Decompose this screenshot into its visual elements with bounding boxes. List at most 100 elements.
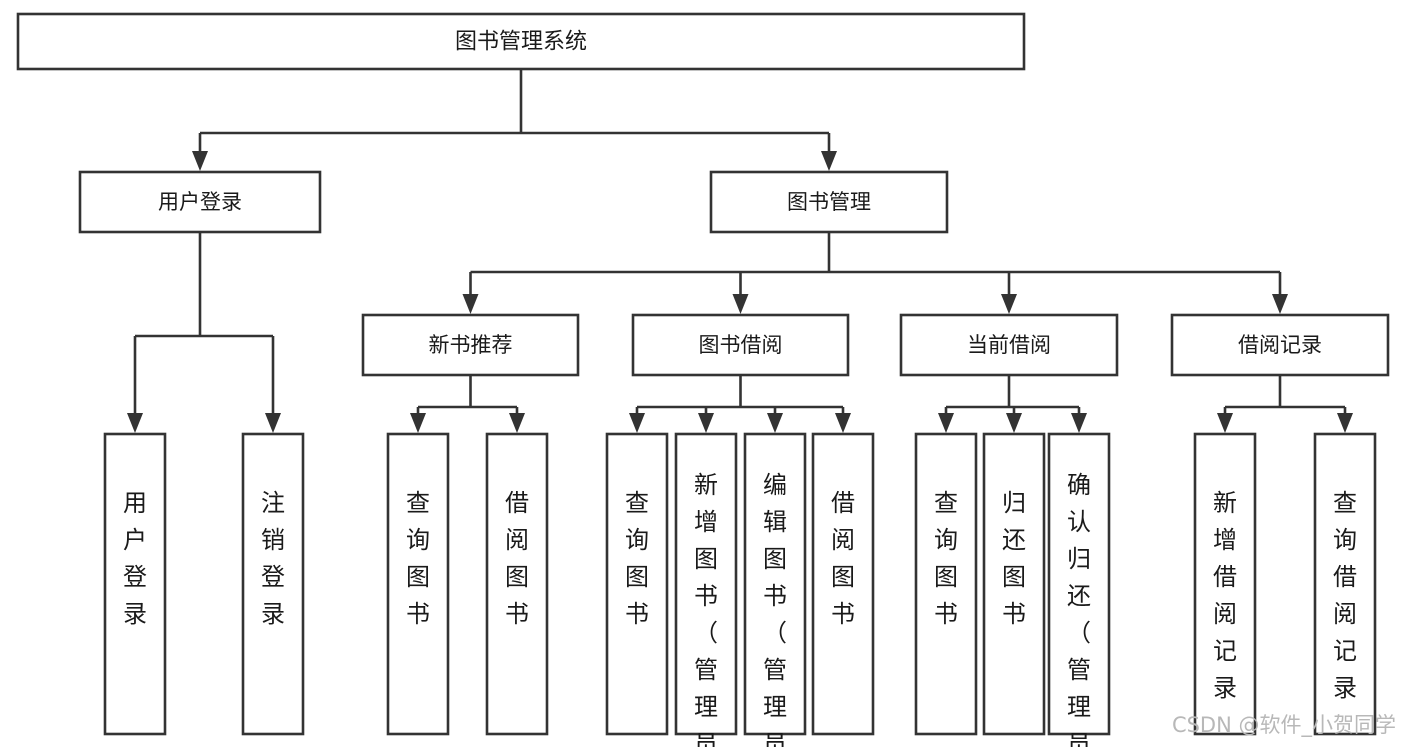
node-rect-leaf-borrow-book-2[interactable] bbox=[811, 432, 875, 736]
node-label-leaf-edit-book: 图 bbox=[763, 545, 787, 573]
node-label-leaf-edit-book: 管 bbox=[763, 656, 787, 684]
node-leaf-user-login[interactable]: 用户登录 bbox=[103, 432, 167, 736]
node-label-leaf-add-record: 借 bbox=[1213, 563, 1237, 591]
node-rect-leaf-confirm-return[interactable] bbox=[1047, 432, 1111, 736]
node-rect-leaf-borrow-book-1[interactable] bbox=[485, 432, 549, 736]
node-rect-new-book-recommend[interactable] bbox=[361, 313, 580, 377]
node-label-leaf-return-book: 图 bbox=[1002, 563, 1026, 591]
node-label-leaf-user-login: 录 bbox=[123, 600, 147, 628]
node-rect-leaf-query-record[interactable] bbox=[1313, 432, 1377, 736]
node-book-manage[interactable]: 图书管理 bbox=[709, 170, 949, 234]
node-rect-leaf-add-book[interactable] bbox=[674, 432, 738, 736]
node-label-leaf-confirm-return: 归 bbox=[1067, 545, 1091, 573]
node-rect-leaf-query-book-3[interactable] bbox=[914, 432, 978, 736]
node-rect-current-borrow[interactable] bbox=[899, 313, 1119, 377]
node-label-leaf-edit-book: 辑 bbox=[763, 508, 787, 536]
node-boxes: 图书管理系统用户登录图书管理新书推荐图书借阅当前借阅借阅记录用户登录注销登录查询… bbox=[16, 12, 1390, 747]
node-label-leaf-edit-book: 理 bbox=[763, 693, 787, 721]
node-label-leaf-borrow-book-1: 图 bbox=[505, 563, 529, 591]
node-label-leaf-borrow-book-2: 借 bbox=[831, 489, 855, 517]
node-rect-user-login[interactable] bbox=[78, 170, 322, 234]
node-label-leaf-confirm-return: （ bbox=[1067, 619, 1091, 647]
node-label-leaf-edit-book: 书 bbox=[763, 582, 787, 610]
node-label-leaf-query-book-2: 询 bbox=[625, 526, 649, 554]
edge-group-new-book-recommend bbox=[410, 375, 525, 433]
node-label-leaf-add-book: （ bbox=[694, 619, 718, 647]
node-label-leaf-logout: 登 bbox=[261, 563, 285, 591]
node-label-leaf-confirm-return: 理 bbox=[1067, 693, 1091, 721]
node-label-leaf-borrow-book-1: 阅 bbox=[505, 526, 529, 554]
node-label-leaf-query-book-1: 询 bbox=[406, 526, 430, 554]
node-rect-root[interactable] bbox=[16, 12, 1026, 71]
node-label-leaf-query-book-2: 查 bbox=[625, 489, 649, 517]
node-label-leaf-add-book: 理 bbox=[694, 693, 718, 721]
node-label-current-borrow: 当前借阅 bbox=[967, 333, 1051, 357]
node-rect-borrow-record[interactable] bbox=[1170, 313, 1390, 377]
node-new-book-recommend[interactable]: 新书推荐 bbox=[361, 313, 580, 377]
node-label-leaf-query-record: 借 bbox=[1333, 563, 1357, 591]
node-label-book-borrow: 图书借阅 bbox=[699, 333, 783, 357]
node-label-leaf-confirm-return: 员 bbox=[1067, 730, 1091, 747]
node-rect-leaf-query-book-1[interactable] bbox=[386, 432, 450, 736]
node-label-leaf-return-book: 还 bbox=[1002, 526, 1026, 554]
node-rect-book-manage[interactable] bbox=[709, 170, 949, 234]
node-label-borrow-record: 借阅记录 bbox=[1238, 333, 1322, 357]
node-rect-book-borrow[interactable] bbox=[631, 313, 850, 377]
node-label-leaf-edit-book: （ bbox=[763, 619, 787, 647]
node-label-leaf-query-book-1: 图 bbox=[406, 563, 430, 591]
node-label-leaf-borrow-book-2: 书 bbox=[831, 600, 855, 628]
node-label-leaf-add-book: 图 bbox=[694, 545, 718, 573]
node-label-leaf-borrow-book-1: 借 bbox=[505, 489, 529, 517]
node-label-leaf-return-book: 归 bbox=[1002, 489, 1026, 517]
node-label-leaf-add-record: 阅 bbox=[1213, 600, 1237, 628]
node-label-leaf-query-record: 询 bbox=[1333, 526, 1357, 554]
node-label-leaf-logout: 录 bbox=[261, 600, 285, 628]
node-rect-leaf-add-record[interactable] bbox=[1193, 432, 1257, 736]
node-label-user-login: 用户登录 bbox=[158, 190, 242, 214]
edge-group-borrow-record bbox=[1217, 375, 1353, 433]
node-borrow-record[interactable]: 借阅记录 bbox=[1170, 313, 1390, 377]
node-label-book-manage: 图书管理 bbox=[787, 190, 871, 214]
node-label-leaf-logout: 销 bbox=[261, 526, 285, 554]
node-label-leaf-confirm-return: 管 bbox=[1067, 656, 1091, 684]
node-label-leaf-user-login: 用 bbox=[123, 489, 147, 517]
node-label-leaf-user-login: 户 bbox=[123, 526, 147, 554]
node-rect-leaf-logout[interactable] bbox=[241, 432, 305, 736]
node-label-leaf-edit-book: 编 bbox=[763, 471, 787, 499]
node-label-root: 图书管理系统 bbox=[455, 30, 587, 55]
node-rect-leaf-user-login[interactable] bbox=[103, 432, 167, 736]
node-user-login[interactable]: 用户登录 bbox=[78, 170, 322, 234]
node-rect-leaf-return-book[interactable] bbox=[982, 432, 1046, 736]
node-label-new-book-recommend: 新书推荐 bbox=[429, 333, 513, 357]
connector-lines bbox=[127, 69, 1353, 433]
node-label-leaf-return-book: 书 bbox=[1002, 600, 1026, 628]
node-rect-leaf-edit-book[interactable] bbox=[743, 432, 807, 736]
node-book-borrow[interactable]: 图书借阅 bbox=[631, 313, 850, 377]
node-label-leaf-add-record: 新 bbox=[1213, 489, 1237, 517]
csdn-watermark: CSDN @软件_小贺同学 bbox=[1172, 713, 1396, 738]
node-current-borrow[interactable]: 当前借阅 bbox=[899, 313, 1119, 377]
node-root[interactable]: 图书管理系统 bbox=[16, 12, 1026, 71]
node-label-leaf-query-book-3: 图 bbox=[934, 563, 958, 591]
node-rect-leaf-query-book-2[interactable] bbox=[605, 432, 669, 736]
node-label-leaf-borrow-book-1: 书 bbox=[505, 600, 529, 628]
edge-group-book-borrow bbox=[629, 375, 851, 433]
node-label-leaf-query-record: 查 bbox=[1333, 489, 1357, 517]
node-label-leaf-query-book-1: 查 bbox=[406, 489, 430, 517]
node-label-leaf-borrow-book-2: 图 bbox=[831, 563, 855, 591]
edge-group-user-login bbox=[127, 232, 281, 433]
node-label-leaf-add-record: 录 bbox=[1213, 674, 1237, 702]
